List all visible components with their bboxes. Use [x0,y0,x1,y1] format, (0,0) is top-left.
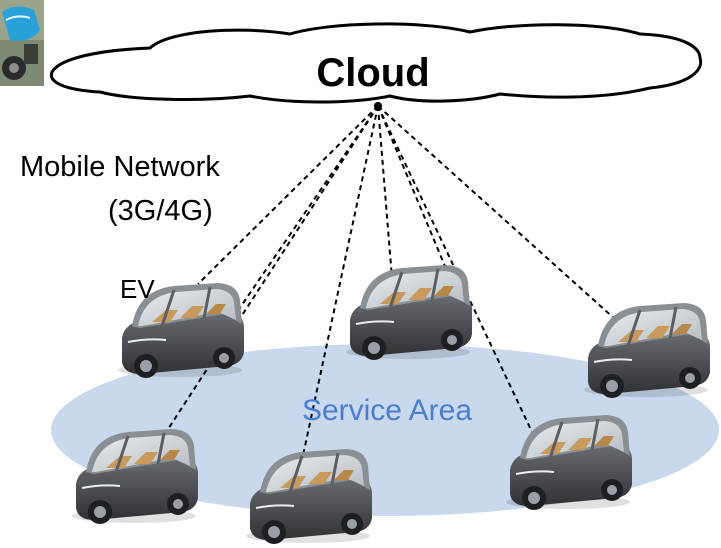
link-ev-7 [221,105,379,335]
service-area-label: Service Area [302,394,472,427]
link-ev-5 [289,105,379,517]
cloud-label: Cloud [316,51,429,95]
link-ev-1 [197,105,379,285]
scooter-thumbnail-icon [0,0,44,86]
network-label-line2: (3G/4G) [108,195,213,227]
cloud-hub-node [374,102,382,110]
link-ev-2 [377,105,393,279]
ev-label: EV [120,274,155,304]
electric-vehicle-icon [344,263,474,362]
network-label-line1: Mobile Network [20,151,220,183]
electric-vehicle-icon [582,301,712,400]
cloud-shape [49,22,703,104]
